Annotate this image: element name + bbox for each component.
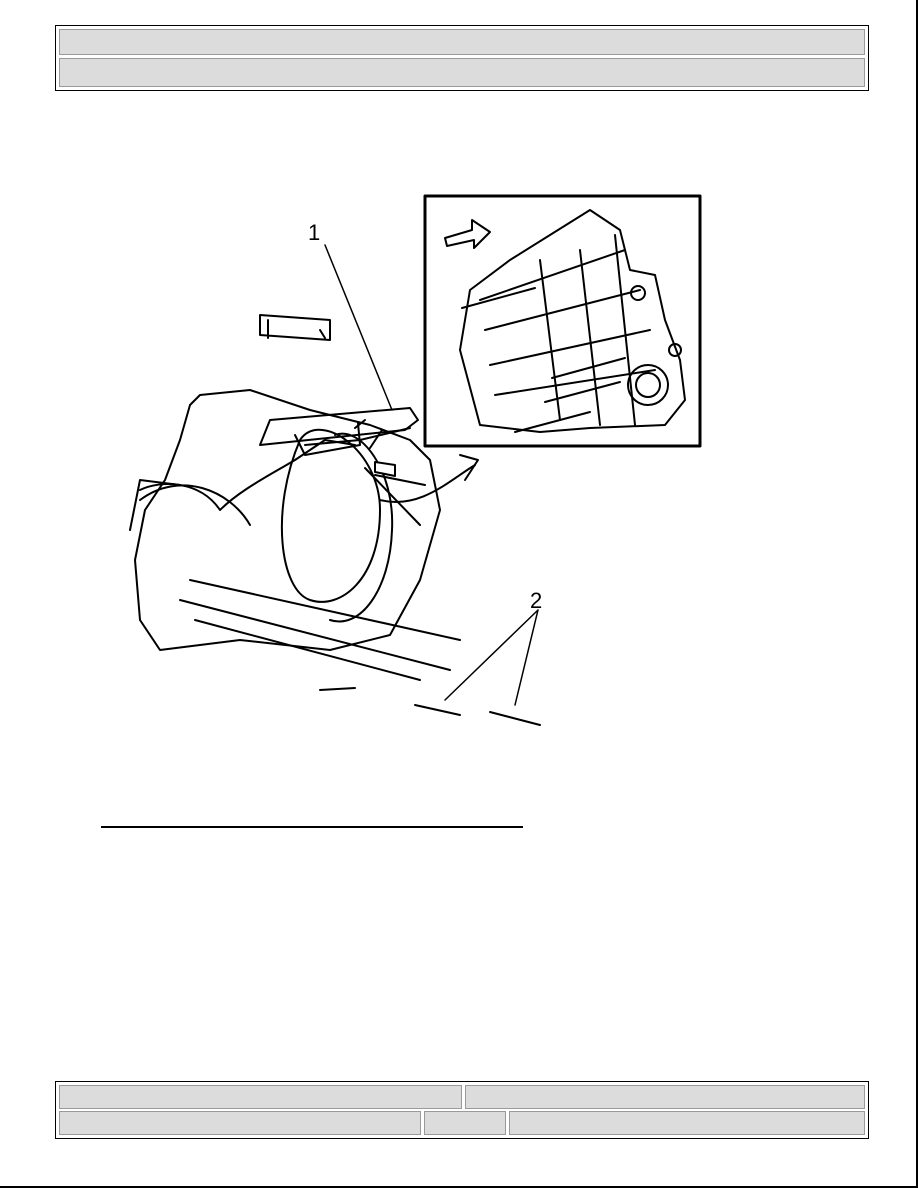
stud-icon — [414, 704, 461, 716]
callout-1: 1 — [308, 220, 320, 245]
bolt-icon — [551, 357, 626, 379]
transmission-illustration: 1 2 — [129, 194, 702, 726]
transmission-housing-drawing — [129, 314, 541, 726]
curved-arrow-icon — [379, 464, 476, 503]
curved-arrow-icon — [459, 454, 479, 481]
bolt-icon — [364, 467, 421, 526]
footer-left-bottom — [59, 1111, 421, 1135]
page-footer — [55, 1081, 869, 1139]
footer-middle-bottom — [424, 1111, 506, 1135]
bolt-icon — [514, 411, 591, 433]
callout-2: 2 — [530, 588, 542, 613]
bolt-icon — [319, 687, 356, 691]
footer-left-top — [59, 1085, 462, 1109]
section-divider — [101, 826, 523, 828]
footer-right-top — [465, 1085, 865, 1109]
direction-arrow-icon — [259, 314, 331, 341]
bolt-icon — [544, 381, 621, 403]
page-header — [55, 25, 869, 91]
inset-detail-drawing — [423, 194, 702, 448]
direction-arrow-icon — [444, 219, 491, 249]
stud-icon — [489, 711, 541, 726]
header-subtitle — [59, 58, 865, 87]
bolt-icon — [374, 474, 426, 486]
header-title — [59, 29, 865, 55]
bolt-icon — [461, 287, 536, 309]
footer-right-bottom — [509, 1111, 865, 1135]
